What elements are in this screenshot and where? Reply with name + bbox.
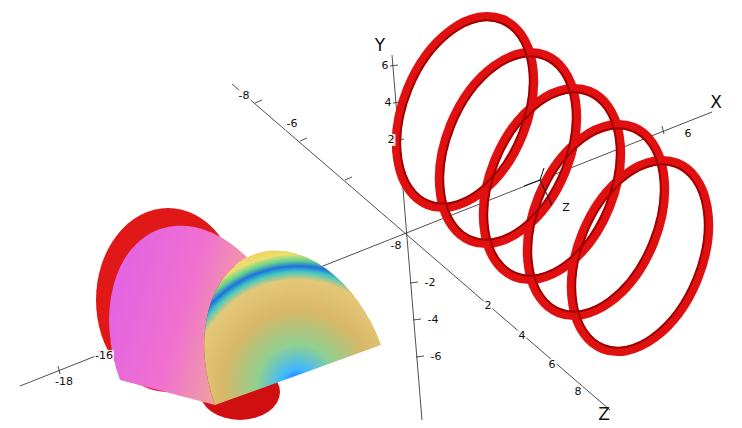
tick-label: 4 xyxy=(518,330,527,342)
tick-label: -16 xyxy=(94,350,114,362)
tick-label: -4 xyxy=(427,314,440,326)
axis-name: X xyxy=(709,93,723,112)
tick-label: 6 xyxy=(684,128,693,140)
tick-label: -6 xyxy=(430,351,443,363)
axis-name: Y xyxy=(374,36,386,55)
tick-label: -8 xyxy=(390,240,403,252)
tick-label: 6 xyxy=(381,60,390,72)
tick-label: 4 xyxy=(384,97,393,109)
axis-triad xyxy=(524,168,552,205)
tick-label: -6 xyxy=(286,118,299,130)
axis-lines xyxy=(20,55,712,420)
tick-label: 2 xyxy=(484,300,493,312)
tick-label: 8 xyxy=(574,386,583,398)
axis-name: Z xyxy=(597,405,611,424)
tick-label: Z xyxy=(561,202,571,214)
coil-rings xyxy=(370,0,735,372)
tick-label: -2 xyxy=(424,277,437,289)
tick-label: -18 xyxy=(54,376,74,388)
tick-label: 2 xyxy=(387,134,396,146)
half-cylinder xyxy=(96,208,381,420)
tick-label: 6 xyxy=(548,359,557,371)
tick-label: -8 xyxy=(238,90,251,102)
